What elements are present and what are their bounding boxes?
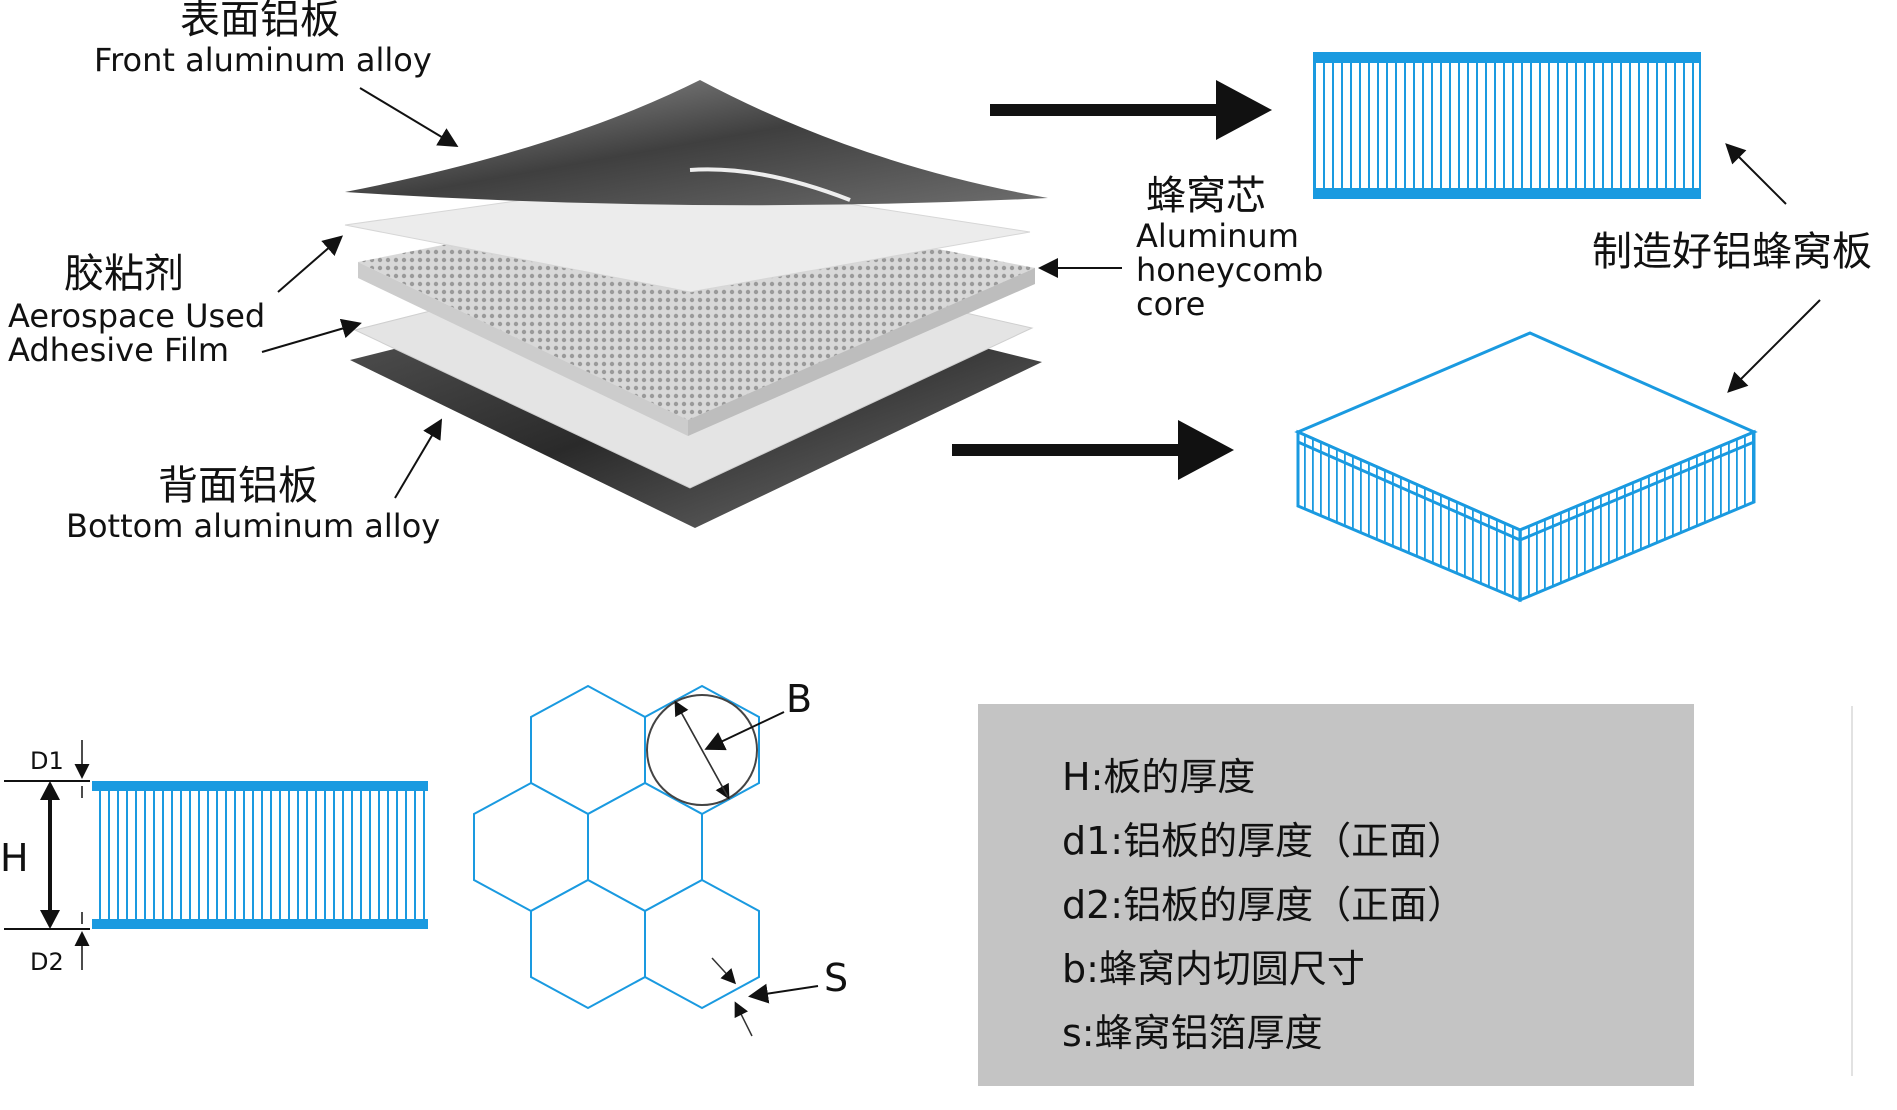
adhesive-leader-1: [277, 235, 344, 293]
finished-leader-down: [1727, 299, 1821, 393]
core-label-en-1: Aluminum: [1136, 217, 1299, 255]
s-label: S: [824, 956, 849, 1000]
panel-block: [1294, 331, 1758, 603]
adhesive-label-cn: 胶粘剂: [64, 251, 184, 297]
bottom-label-en: Bottom aluminum alloy: [66, 507, 441, 545]
honeycomb-core-side: [358, 262, 688, 436]
finished-leader-up: [1725, 143, 1787, 205]
legend-item-b: b:蜂窝内切圆尺寸: [1062, 947, 1365, 991]
legend-item-s: s:蜂窝铝箔厚度: [1062, 1011, 1323, 1055]
arrow-to-section: [990, 80, 1272, 140]
front-label-en: Front aluminum alloy: [94, 41, 432, 79]
core-label-cn: 蜂窝芯: [1146, 173, 1266, 219]
b-label: B: [786, 677, 813, 721]
h-label: H: [0, 836, 29, 880]
core-label-en-3: core: [1136, 285, 1206, 323]
inscribed-circle: [646, 694, 758, 806]
d1-label: D1: [30, 747, 64, 775]
legend-box: H:板的厚度 d1:铝板的厚度（正面） d2:铝板的厚度（正面） b:蜂窝内切圆…: [978, 704, 1694, 1086]
front-leader: [359, 87, 459, 148]
finished-label-cn: 制造好铝蜂窝板: [1592, 229, 1872, 275]
adhesive-label-en-2: Adhesive Film: [8, 331, 229, 369]
hexagon-cells: [473, 684, 760, 1010]
legend-item-d2: d2:铝板的厚度（正面）: [1062, 883, 1466, 927]
s-leader: [748, 983, 819, 1004]
front-sheet: [345, 80, 1048, 206]
adhesive-leader-2: [261, 318, 362, 353]
adhesive-label-en-1: Aerospace Used: [8, 297, 266, 335]
panel-cross-section: [1313, 52, 1701, 199]
bottom-leader: [394, 418, 443, 499]
d2-label: D2: [30, 948, 64, 976]
legend-item-h: H:板的厚度: [1062, 755, 1256, 799]
arrow-to-block: [952, 420, 1234, 480]
core-label-en-2: honeycomb: [1136, 251, 1324, 289]
b-leader: [704, 711, 785, 751]
legend-item-d1: d1:铝板的厚度（正面）: [1062, 819, 1466, 863]
bottom-label-cn: 背面铝板: [158, 463, 318, 509]
dimension-section: [4, 740, 428, 970]
front-label-cn: 表面铝板: [180, 0, 340, 43]
